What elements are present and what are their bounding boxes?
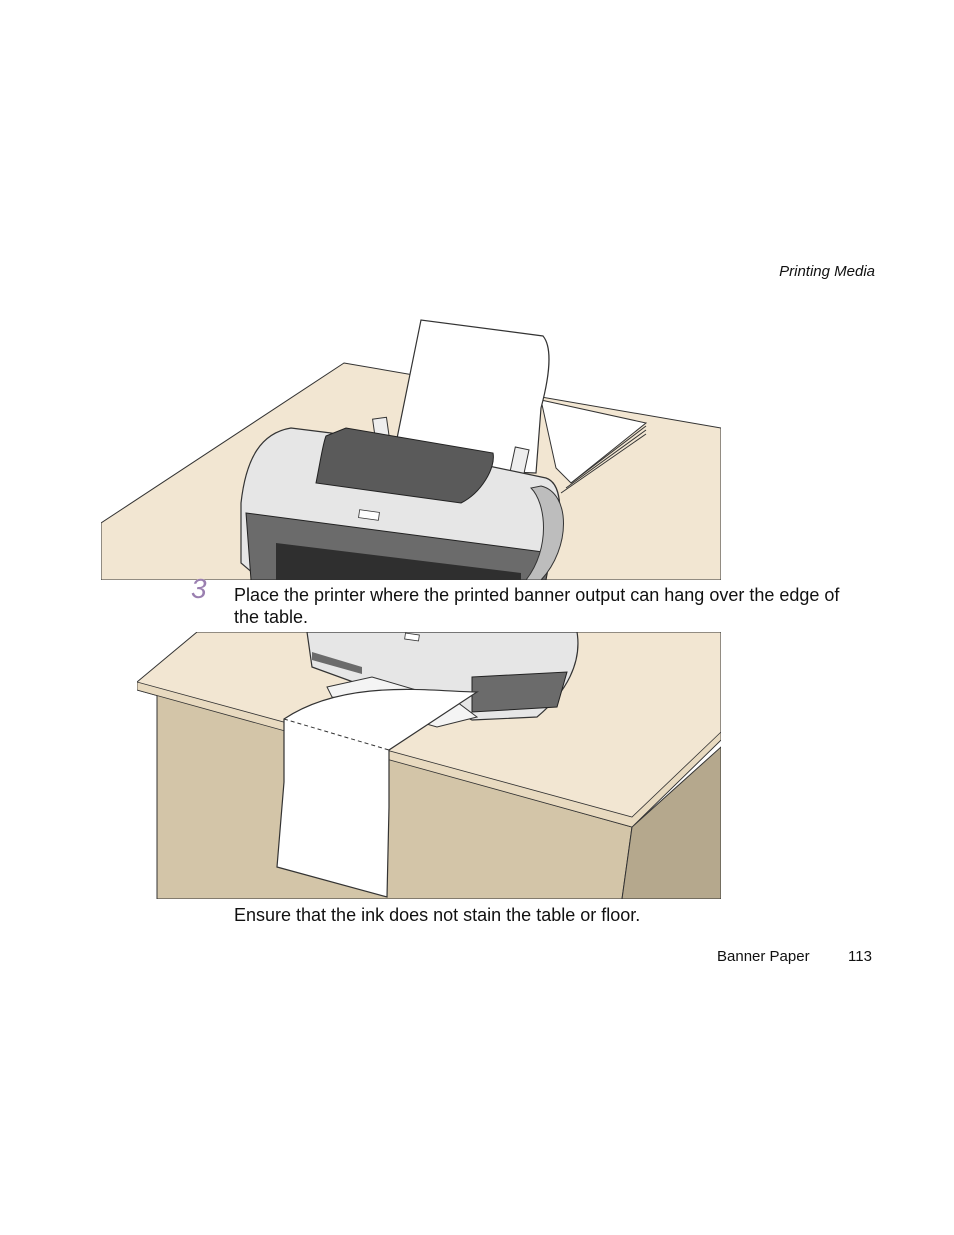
perforation-line [283, 718, 390, 751]
step-instruction: Place the printer where the printed bann… [234, 585, 840, 627]
printer-lid [315, 427, 494, 504]
footer-chapter: Banner Paper [717, 948, 810, 965]
banner-paper-feed [390, 319, 550, 474]
footer-page-number: 113 [848, 948, 872, 965]
step-number: 3 [191, 573, 207, 604]
note-text: Ensure that the ink does not stain the t… [234, 905, 641, 925]
banner-over-table-edge-illustration [137, 632, 721, 899]
running-header: Printing Media [779, 263, 875, 280]
table-side [621, 746, 721, 899]
printer-on-table-illustration [101, 319, 721, 580]
banner-paper-hanging [276, 688, 479, 898]
